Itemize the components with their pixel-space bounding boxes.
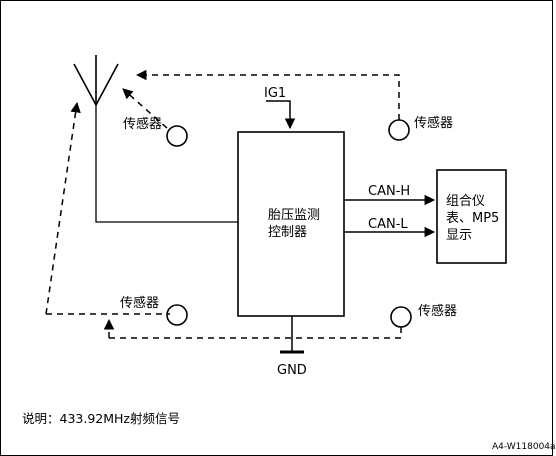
display-box — [436, 169, 507, 264]
rf-path-left-up — [45, 101, 81, 315]
display-label-3: 显示 — [446, 228, 473, 243]
display-label-1: 组合仪 — [446, 194, 486, 209]
figure-code: A4-W118004a — [492, 442, 556, 452]
ground-symbol — [280, 316, 304, 354]
sensor-top-left-icon — [166, 125, 188, 147]
controller-label-2: 控制器 — [268, 225, 308, 240]
sensor-bottom-left-label: 传感器 — [120, 296, 160, 311]
can-l-label: CAN-L — [368, 217, 408, 232]
controller-box — [237, 131, 345, 317]
sensor-bottom-left-icon — [166, 304, 188, 326]
antenna-wire — [95, 105, 238, 223]
can-h-label: CAN-H — [368, 184, 411, 199]
ig1-label: IG1 — [264, 86, 287, 101]
sensor-bottom-right-icon — [390, 306, 412, 328]
rf-path-top-right — [135, 69, 400, 120]
rf-path-lower-loop — [109, 327, 402, 339]
ig1-wire — [266, 100, 296, 130]
controller-label-1: 胎压监测 — [268, 208, 321, 223]
sensor-top-right-icon — [388, 119, 410, 141]
note-text: 说明：433.92MHz射频信号 — [22, 411, 180, 426]
sensor-top-right-label: 传感器 — [414, 116, 454, 131]
rf-path-top-left — [122, 88, 168, 129]
sensor-top-left-label: 传感器 — [123, 117, 163, 132]
sensor-bottom-right-label: 传感器 — [418, 304, 458, 319]
display-label-2: 表、MP5 — [446, 211, 500, 226]
antenna-icon — [73, 55, 119, 106]
gnd-label: GND — [277, 363, 307, 378]
